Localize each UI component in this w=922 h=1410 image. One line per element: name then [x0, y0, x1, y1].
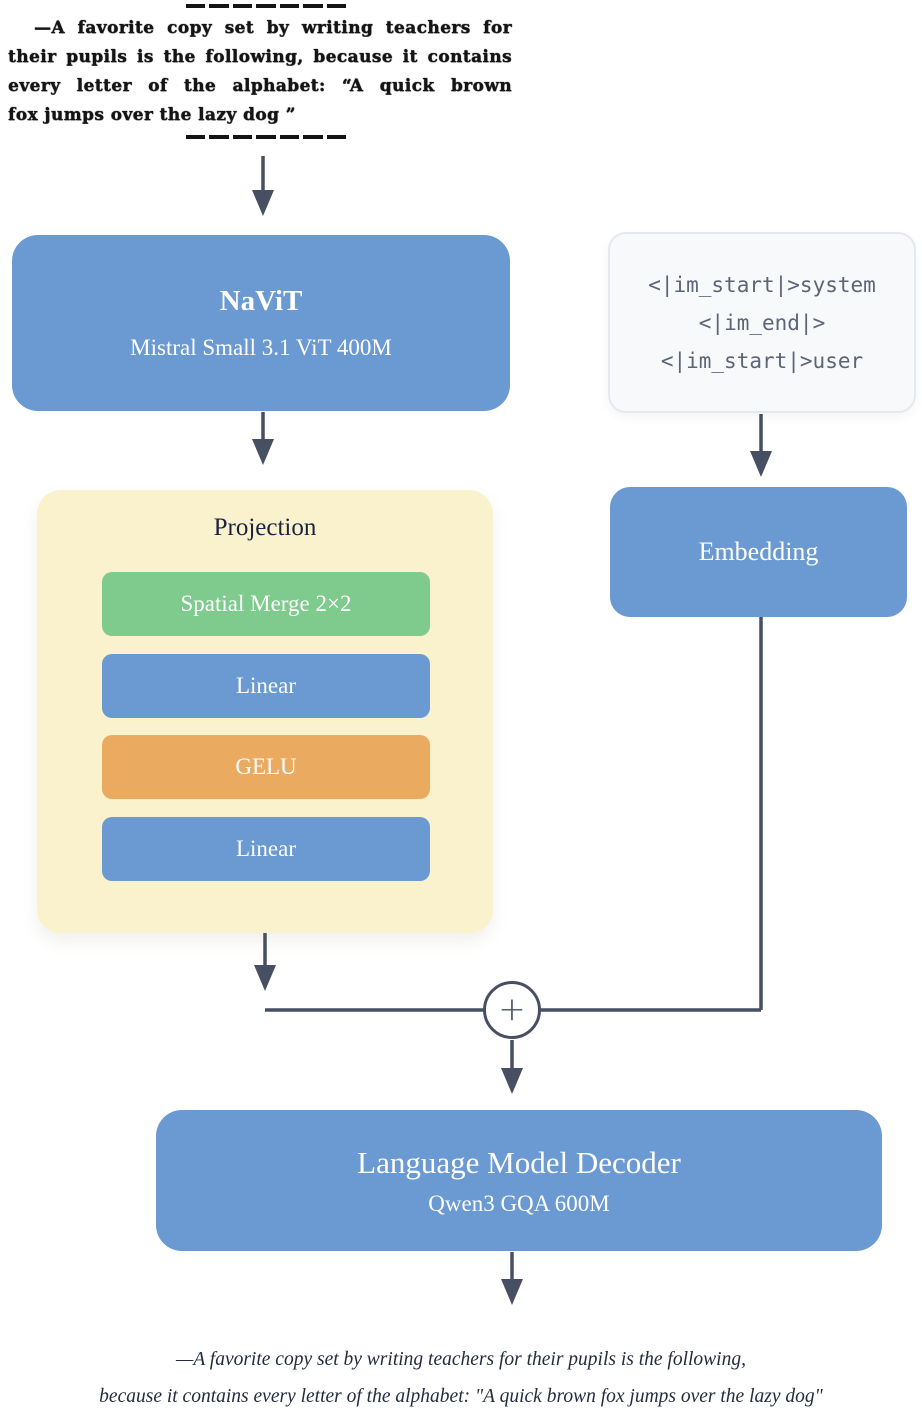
- clipping-bottom-rule: [186, 135, 350, 139]
- clipping-text-line: every letter of the alphabet: “A quick b…: [8, 76, 512, 96]
- prompt-tokens-box: <|im_start|>system <|im_end|> <|im_start…: [608, 232, 916, 413]
- layer-spatial-merge: Spatial Merge 2×2: [102, 572, 430, 636]
- navit-encoder-box: NaViT Mistral Small 3.1 ViT 400M: [12, 235, 510, 411]
- output-text-caption: —A favorite copy set by writing teachers…: [0, 1341, 922, 1410]
- input-newspaper-clipping: —A favorite copy set by writing teachers…: [8, 4, 512, 139]
- token-line: <|im_start|>system: [648, 272, 876, 297]
- arrow-image-to-navit: [252, 156, 274, 216]
- arrow-projection-to-junction: [254, 933, 276, 991]
- caption-line-2: because it contains every letter of the …: [99, 1386, 823, 1407]
- embedding-box: Embedding: [610, 487, 907, 617]
- layer-linear-2: Linear: [102, 817, 430, 881]
- embedding-label: Embedding: [698, 537, 819, 566]
- clipping-text-line: fox jumps over the lazy dog ”: [8, 105, 296, 125]
- navit-title: NaViT: [219, 285, 303, 317]
- add-merge-node: +: [483, 981, 541, 1039]
- caption-line-1: —A favorite copy set by writing teachers…: [176, 1349, 746, 1370]
- plus-icon: +: [498, 989, 526, 1028]
- decoder-subtitle: Qwen3 GQA 600M: [428, 1190, 610, 1216]
- clipping-text-line: —A favorite copy set by writing teachers…: [34, 18, 512, 38]
- arrow-tokens-to-embedding: [750, 414, 772, 477]
- decoder-title: Language Model Decoder: [357, 1144, 681, 1180]
- clipping-top-rule: [186, 4, 350, 8]
- layer-linear-1: Linear: [102, 654, 430, 718]
- projection-panel: Projection Spatial Merge 2×2 Linear GELU…: [37, 490, 493, 933]
- arrow-decoder-to-output: [501, 1252, 523, 1305]
- arrow-navit-to-projection: [252, 412, 274, 465]
- clipping-text-line: their pupils is the following, because i…: [8, 47, 512, 67]
- navit-subtitle: Mistral Small 3.1 ViT 400M: [130, 335, 392, 360]
- decoder-box: Language Model Decoder Qwen3 GQA 600M: [156, 1110, 882, 1251]
- token-line: <|im_start|>user: [660, 348, 864, 373]
- token-line: <|im_end|>: [698, 310, 826, 335]
- layer-gelu: GELU: [102, 735, 430, 799]
- arrow-junction-to-decoder: [501, 1040, 523, 1094]
- projection-title: Projection: [213, 514, 317, 541]
